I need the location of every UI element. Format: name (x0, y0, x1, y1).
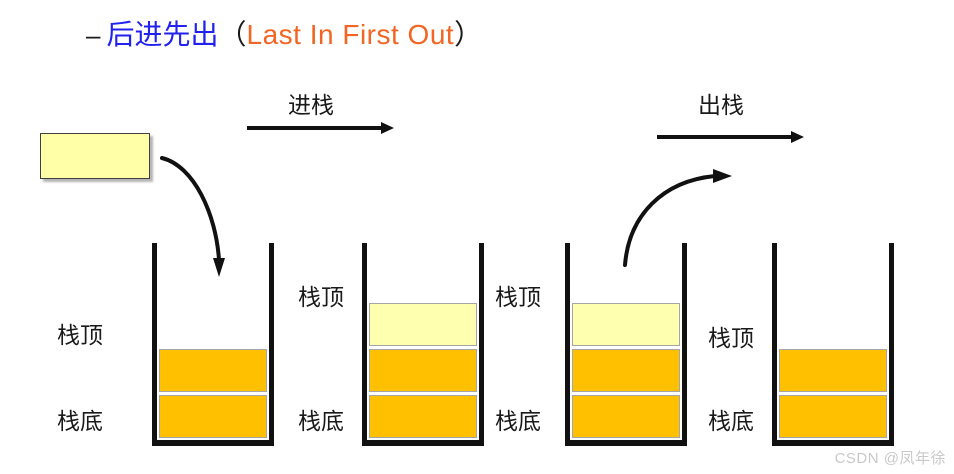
stack-4-block-top (779, 349, 887, 392)
incoming-element-block (40, 133, 150, 179)
pop-arrow-head (791, 131, 804, 143)
stack-3-blocks (572, 303, 680, 438)
title-close-paren: ） (454, 19, 483, 50)
stack-2-block-top (369, 303, 477, 346)
title-bullet-dash: – (86, 20, 101, 50)
push-arrow-head (381, 122, 394, 134)
stack-2-bottom-label: 栈底 (298, 408, 344, 434)
stack-1-bottom-label: 栈底 (57, 408, 103, 434)
pop-operation-label: 出栈 (698, 92, 744, 118)
pop-arrow-shaft (657, 135, 792, 139)
stack-3-top-label-right: 栈顶 (708, 325, 754, 351)
stack-2-blocks (369, 303, 477, 438)
stack-2-top-label: 栈顶 (298, 284, 344, 310)
stack-3-before-pop (565, 243, 687, 446)
stack-3-bottom-label-right: 栈底 (708, 408, 754, 434)
csdn-watermark: CSDN @凤年徐 (834, 450, 946, 467)
stack-2-block-middle (369, 349, 477, 392)
pop-arrow-icon (657, 131, 804, 143)
stack-1-before-push (152, 243, 274, 446)
stack-1-block-top (159, 349, 267, 392)
stack-3-block-top (572, 303, 680, 346)
stack-2-top-label-right: 栈顶 (495, 284, 541, 310)
push-arrow-icon (247, 122, 394, 134)
stack-3-block-bottom (572, 395, 680, 438)
title-open-paren: （ (218, 19, 247, 50)
stack-1-top-label: 栈顶 (57, 322, 103, 348)
stack-2-after-push (362, 243, 484, 446)
pop-curved-arrow-icon (623, 169, 732, 267)
push-operation-label: 进栈 (288, 92, 334, 118)
title-chinese-term: 后进先出 (106, 19, 219, 50)
push-arrow-shaft (247, 126, 382, 130)
stack-2-block-bottom (369, 395, 477, 438)
push-curved-arrow-icon (160, 156, 225, 277)
stack-2-bottom-label-right: 栈底 (495, 408, 541, 434)
stack-4-blocks (779, 349, 887, 438)
page-title: –后进先出（Last In First Out） (86, 18, 482, 52)
stack-1-blocks (159, 349, 267, 438)
title-english-term: Last In First Out (246, 19, 455, 50)
stack-1-block-bottom (159, 395, 267, 438)
stack-4-after-pop (772, 243, 894, 446)
stack-3-block-middle (572, 349, 680, 392)
stack-4-block-bottom (779, 395, 887, 438)
